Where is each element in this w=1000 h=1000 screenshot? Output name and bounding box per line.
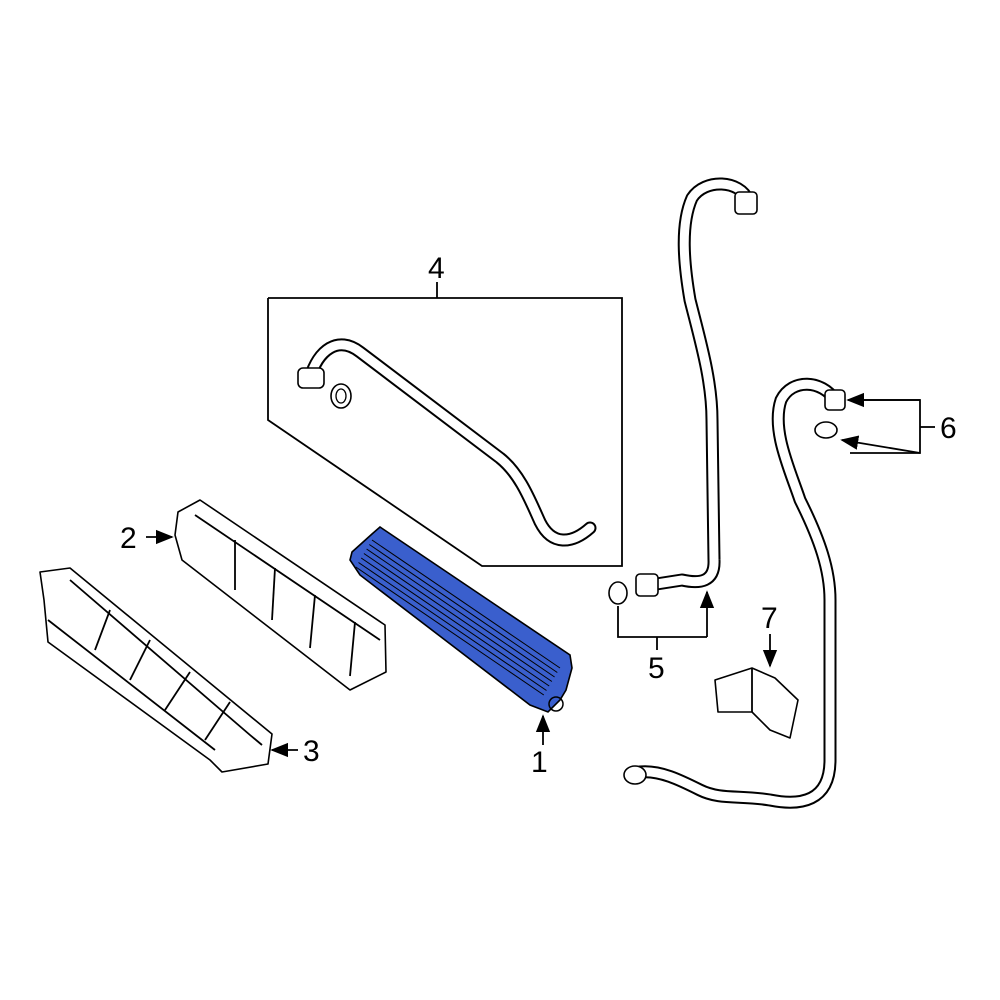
cooler-fin bbox=[363, 553, 553, 682]
callout-6[interactable]: 6 bbox=[940, 412, 957, 445]
cooler-fin bbox=[371, 539, 561, 669]
cooler-line-kit-part[interactable] bbox=[267, 297, 623, 567]
cooler-fin bbox=[366, 548, 555, 678]
callout-4[interactable]: 4 bbox=[428, 252, 445, 285]
callout-3[interactable]: 3 bbox=[303, 735, 320, 768]
callout-2[interactable]: 2 bbox=[120, 522, 137, 555]
upper-shield-part[interactable] bbox=[174, 499, 387, 691]
callout-leaders bbox=[146, 282, 935, 758]
callout-1[interactable]: 1 bbox=[531, 746, 548, 779]
cooler-fin bbox=[355, 566, 545, 696]
oil-cooler-part[interactable] bbox=[349, 525, 573, 713]
lower-shield-part[interactable] bbox=[39, 567, 273, 773]
outlet-hose-part[interactable] bbox=[623, 377, 846, 809]
cooler-fin bbox=[358, 562, 547, 691]
callout-7[interactable]: 7 bbox=[761, 602, 778, 635]
cooler-fin bbox=[369, 544, 558, 673]
inlet-hose-part[interactable] bbox=[608, 177, 758, 605]
callout-5[interactable]: 5 bbox=[648, 652, 665, 685]
bracket-part[interactable] bbox=[714, 667, 799, 739]
cooler-fin bbox=[360, 557, 550, 687]
